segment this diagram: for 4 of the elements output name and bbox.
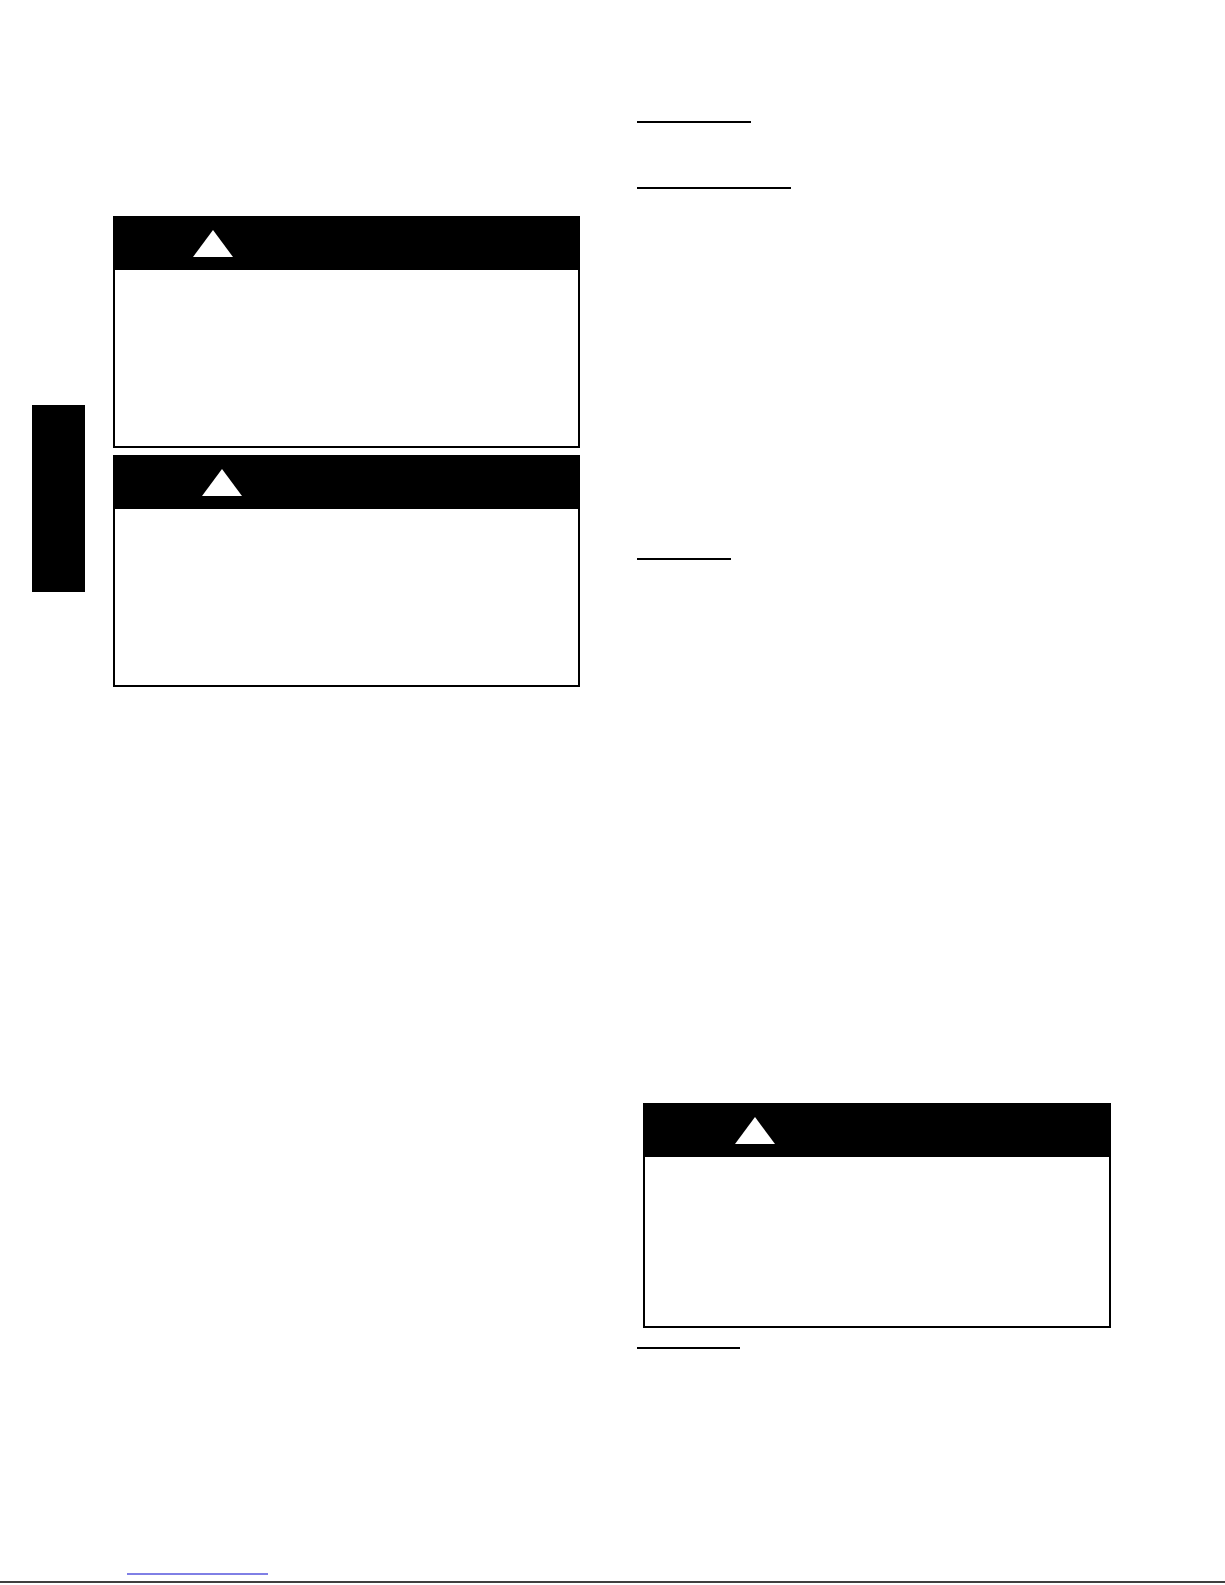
warning-box [113,216,580,448]
warning-box [643,1103,1111,1328]
warning-box [113,455,580,687]
section-tab [32,405,85,592]
